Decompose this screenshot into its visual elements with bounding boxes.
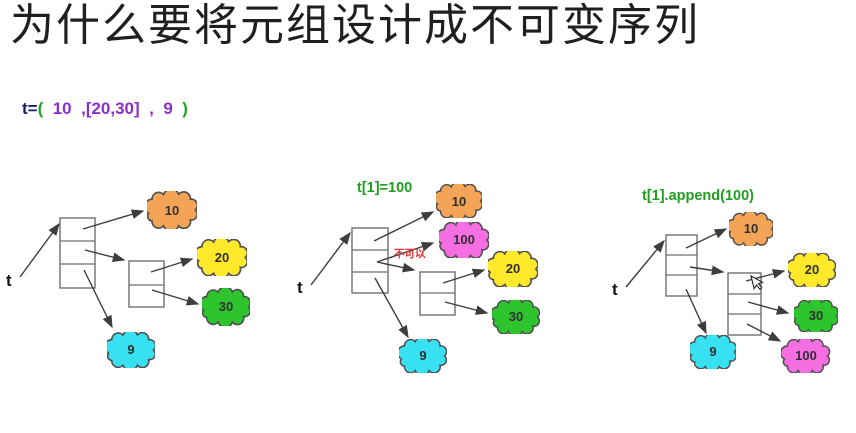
d2-var-t: t [297, 278, 303, 297]
diagram-list-append: t[1].append(100) t 10 20 30 100 [612, 188, 838, 373]
code-token: , [139, 99, 164, 118]
d1-arrow-to-9 [83, 269, 113, 329]
code-line: t=( 10 ,[20,30] , 9 ) [22, 99, 188, 119]
d3-value-30: 30 [809, 308, 823, 323]
d2-value-9: 9 [419, 348, 426, 363]
d1-list-box [128, 260, 165, 308]
d2-arrow-to-9 [374, 277, 409, 339]
code-token: t= [22, 99, 38, 118]
code-token: 10 [43, 99, 77, 118]
d3-tuple-box [665, 234, 698, 297]
d2-not-allowed-label: 不可以 [394, 248, 426, 260]
d3-value-100: 100 [795, 348, 817, 363]
d3-arrow-t-to-tuple [625, 239, 665, 288]
d1-arrow-to-10 [82, 209, 145, 230]
d1-var-t: t [6, 271, 12, 290]
d1-arrow-to-30 [151, 289, 200, 306]
d2-arrow-to-list [376, 261, 416, 273]
code-token: 9 [163, 99, 173, 118]
d2-arrow-to-100-rejected [376, 241, 435, 263]
code-token: [20,30] [85, 99, 140, 118]
d3-value-20: 20 [805, 262, 819, 277]
d3-operation-label: t[1].append(100) [642, 188, 754, 204]
d1-tuple-box [59, 217, 96, 289]
d3-arrow-to-list [689, 265, 725, 276]
mouse-cursor-icon [750, 274, 764, 291]
d1-arrow-to-list [84, 249, 126, 262]
d2-arrow-t-to-tuple [310, 231, 351, 286]
d1-arrow-to-20 [150, 257, 194, 273]
code-token: ) [172, 99, 188, 118]
diagram-original-tuple: t 10 20 30 9 [6, 191, 250, 368]
d3-arrow-to-9 [685, 288, 707, 335]
d1-arrow-t-to-tuple [19, 222, 60, 278]
d2-arrow-to-20 [442, 268, 486, 284]
d1-value-30: 30 [219, 299, 233, 314]
page-title: 为什么要将元组设计成不可变序列 [10, 1, 700, 50]
d1-value-20: 20 [215, 250, 229, 265]
d2-arrow-to-30 [444, 301, 489, 315]
d2-arrow-to-10 [373, 211, 435, 242]
d3-arrow-to-100 [746, 323, 782, 342]
d3-value-9: 9 [709, 344, 716, 359]
code-token: , [76, 99, 86, 118]
d2-value-100: 100 [453, 232, 475, 247]
d3-arrow-to-30 [747, 301, 790, 315]
d3-arrow-to-10 [685, 228, 728, 249]
d2-operation-label: t[1]=100 [357, 180, 412, 196]
d2-value-30: 30 [509, 309, 523, 324]
d2-value-20: 20 [506, 261, 520, 276]
d3-value-10: 10 [744, 221, 758, 236]
diagram-item-assignment: t[1]=100 t 10 100 不可以 20 30 9 [297, 180, 540, 373]
code-token: ( [37, 99, 44, 118]
d2-value-10: 10 [452, 194, 466, 209]
d1-value-10: 10 [165, 203, 179, 218]
d1-value-9: 9 [127, 342, 134, 357]
d3-var-t: t [612, 280, 618, 299]
